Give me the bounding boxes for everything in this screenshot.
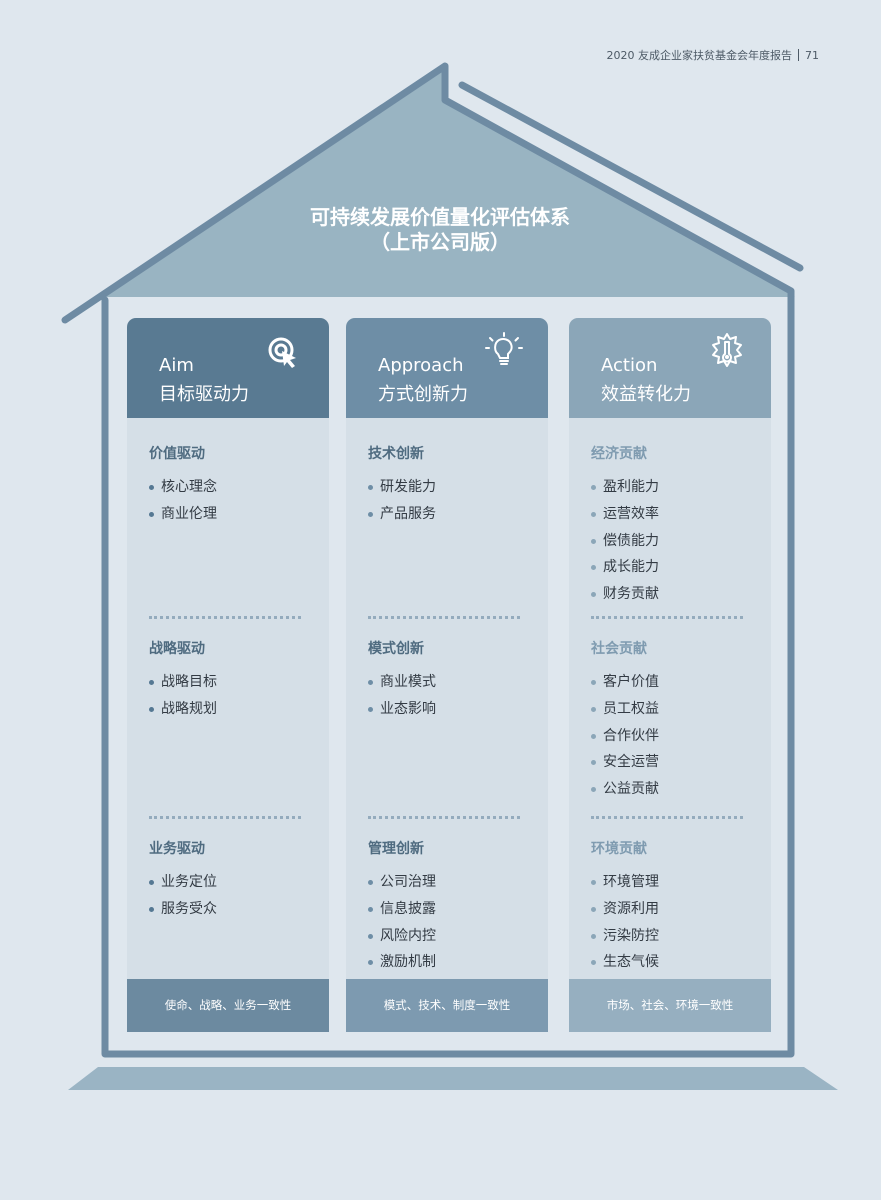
- page-header: 2020 友成企业家扶贫基金会年度报告 71: [607, 47, 820, 63]
- list-item: 研发能力: [368, 474, 436, 501]
- list-item: 商业伦理: [149, 501, 217, 528]
- roof: [105, 70, 795, 297]
- section-title: 社会贡献: [591, 641, 647, 657]
- dotted-divider: [149, 816, 301, 819]
- list-item: 战略规划: [149, 696, 217, 723]
- column-header: Action 效益转化力: [569, 318, 771, 418]
- target-cursor-icon: [268, 337, 296, 368]
- item-list: 客户价值 员工权益 合作伙伴 安全运营 公益贡献: [591, 669, 659, 803]
- list-item: 业务定位: [149, 869, 217, 896]
- column-title-cn: 目标驱动力: [159, 384, 249, 405]
- list-item: 安全运营: [591, 749, 659, 776]
- header-divider: [798, 49, 799, 61]
- list-item: 公益贡献: [591, 776, 659, 803]
- title-line-2: （上市公司版）: [370, 230, 510, 254]
- lightbulb-icon: [485, 332, 523, 365]
- list-item: 风险内控: [368, 923, 436, 950]
- column-title-cn: 方式创新力: [378, 384, 468, 405]
- column-title-en: Aim: [159, 355, 194, 376]
- list-item: 资源利用: [591, 896, 659, 923]
- list-item: 污染防控: [591, 923, 659, 950]
- item-list: 战略目标 战略规划: [149, 669, 217, 723]
- diagram-title: 可持续发展价值量化评估体系 （上市公司版）: [240, 205, 640, 255]
- list-item: 商业模式: [368, 669, 436, 696]
- item-list: 环境管理 资源利用 污染防控 生态气候: [591, 869, 659, 976]
- dotted-divider: [149, 616, 301, 619]
- item-list: 研发能力 产品服务: [368, 474, 436, 528]
- report-title: 2020 友成企业家扶贫基金会年度报告: [606, 49, 793, 62]
- section-title: 业务驱动: [149, 841, 205, 857]
- list-item: 产品服务: [368, 501, 436, 528]
- list-item: 员工权益: [591, 696, 659, 723]
- house-base: [68, 1067, 838, 1090]
- item-list: 核心理念 商业伦理: [149, 474, 217, 528]
- column-footer: 市场、社会、环境一致性: [569, 979, 771, 1032]
- dotted-divider: [368, 816, 520, 819]
- list-item: 公司治理: [368, 869, 436, 896]
- list-item: 生态气候: [591, 949, 659, 976]
- list-item: 激励机制: [368, 949, 436, 976]
- column-header: Aim 目标驱动力: [127, 318, 329, 418]
- dotted-divider: [591, 616, 743, 619]
- list-item: 信息披露: [368, 896, 436, 923]
- column-footer: 使命、战略、业务一致性: [127, 979, 329, 1032]
- list-item: 合作伙伴: [591, 723, 659, 750]
- list-item: 服务受众: [149, 896, 217, 923]
- list-item: 环境管理: [591, 869, 659, 896]
- section-title: 环境贡献: [591, 841, 647, 857]
- column-footer: 模式、技术、制度一致性: [346, 979, 548, 1032]
- section-title: 价值驱动: [149, 446, 205, 462]
- roof-eave-right: [458, 81, 804, 272]
- list-item: 财务贡献: [591, 581, 659, 608]
- page-number: 71: [805, 48, 819, 62]
- column-title-en: Action: [601, 355, 658, 376]
- section-title: 管理创新: [368, 841, 424, 857]
- item-list: 商业模式 业态影响: [368, 669, 436, 723]
- item-list: 盈利能力 运营效率 偿债能力 成长能力 财务贡献: [591, 474, 659, 608]
- list-item: 客户价值: [591, 669, 659, 696]
- section-title: 战略驱动: [149, 641, 205, 657]
- title-line-1: 可持续发展价值量化评估体系: [310, 205, 570, 229]
- list-item: 运营效率: [591, 501, 659, 528]
- list-item: 战略目标: [149, 669, 217, 696]
- section-title: 模式创新: [368, 641, 424, 657]
- dotted-divider: [368, 616, 520, 619]
- column-header: Approach 方式创新力: [346, 318, 548, 418]
- item-list: 业务定位 服务受众: [149, 869, 217, 923]
- roof-outline-left: [61, 62, 795, 1058]
- list-item: 偿债能力: [591, 528, 659, 555]
- column-approach: Approach 方式创新力 技术创新 研发能力 产品服务 模式创新 商业模式: [346, 318, 548, 1032]
- column-aim: Aim 目标驱动力 价值驱动 核心理念 商业伦理 战略驱动 战略目标 战略规划 …: [127, 318, 329, 1032]
- section-title: 经济贡献: [591, 446, 647, 462]
- list-item: 核心理念: [149, 474, 217, 501]
- column-title-cn: 效益转化力: [601, 384, 691, 405]
- list-item: 盈利能力: [591, 474, 659, 501]
- list-item: 成长能力: [591, 554, 659, 581]
- column-action: Action 效益转化力 经济贡献 盈利能力 运营效率 偿债能力 成长能力 财务…: [569, 318, 771, 1032]
- thermometer-icon: [712, 333, 742, 367]
- section-title: 技术创新: [368, 446, 424, 462]
- column-title-en: Approach: [378, 355, 464, 376]
- dotted-divider: [591, 816, 743, 819]
- list-item: 业态影响: [368, 696, 436, 723]
- item-list: 公司治理 信息披露 风险内控 激励机制: [368, 869, 436, 976]
